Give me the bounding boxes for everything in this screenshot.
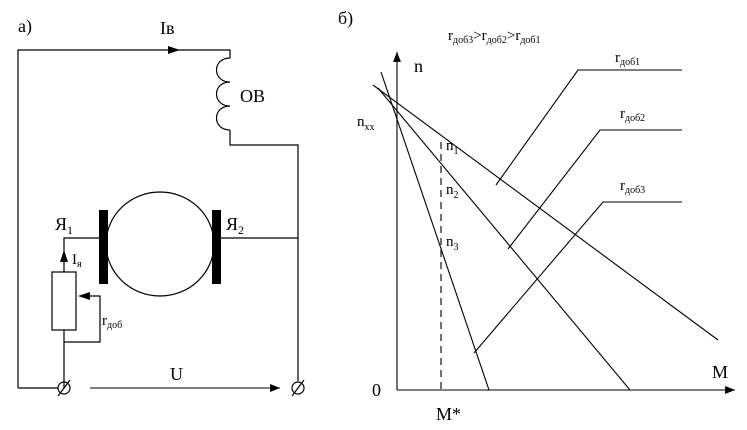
leader-rdob3 [473,201,682,354]
rheostat-slider-wire [64,295,101,343]
field-winding-coil [215,57,231,131]
char-line-rdob3 [380,71,490,391]
characteristics-panel: б) rдоб3>rдоб2>rдоб1 n M 0 nхх M* n1 n2 … [338,8,735,424]
field-current-label: Iв [160,18,175,38]
panel-a-label: а) [18,16,32,37]
terminal-right-slash [291,379,305,397]
brush-left [99,210,108,284]
right-wire [229,130,299,381]
rheostat-slider-arrow-icon [78,292,90,300]
terminal-left [57,381,71,395]
top-wire [17,49,231,388]
circuit-panel: а) Iв ОВ Я1 Я2 Iя rдоб U [17,16,305,397]
char-line-rdob1 [372,84,719,341]
leader-rdob2 [507,129,682,250]
leader-rdob2-label: rдоб2 [620,106,645,124]
rheostat-body [51,271,77,331]
field-winding-label: ОВ [240,86,265,106]
armature-current-label: Iя [72,252,82,270]
no-load-speed-label: nхх [357,114,375,133]
panel-b-label: б) [338,8,353,29]
resistance-relation: rдоб3>rдоб2>rдоб1 [448,28,541,46]
armature-current-arrow-icon [60,250,68,262]
armature-circle [105,191,215,297]
resistor-label: rдоб [102,313,122,331]
x-axis-label: M [712,362,728,382]
point-n2-label: n2 [446,182,459,201]
brush-right-label: Я2 [226,214,244,237]
brush-right [212,210,221,284]
point-n1-label: n1 [446,138,459,157]
leader-rdob1 [495,69,682,186]
leader-rdob3-label: rдоб3 [620,178,645,196]
terminal-right [291,381,305,395]
leader-rdob1-label: rдоб1 [615,50,640,68]
brush-left-label: Я1 [55,214,73,237]
point-n3-label: n3 [446,234,459,253]
origin-label: 0 [372,380,381,400]
m-star-label: M* [436,404,461,424]
voltage-label: U [170,364,183,384]
y-axis-label: n [414,56,423,76]
field-current-arrow-icon [168,46,180,54]
terminal-left-slash [57,379,71,397]
char-line-rdob2 [377,87,631,391]
